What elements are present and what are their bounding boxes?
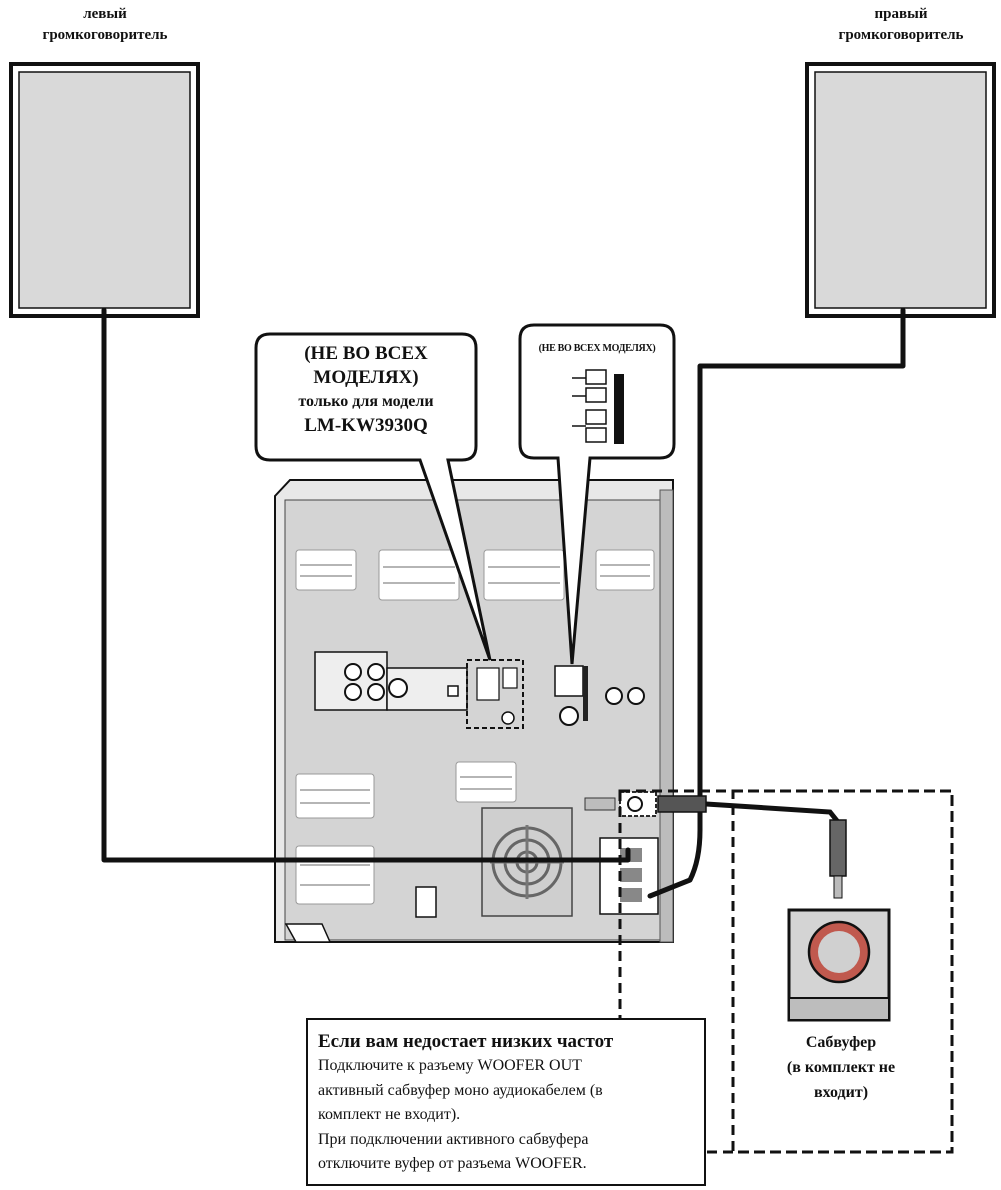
left-speaker — [9, 62, 200, 318]
subwoofer-label-line-2: (в комплект не — [786, 1059, 896, 1076]
model-callout-bubble — [254, 332, 492, 661]
bass-tip-title: Если вам недостает низких частот — [318, 1031, 614, 1052]
speaker-cables — [101, 307, 906, 899]
right-speaker — [805, 62, 996, 318]
right-speaker-label: правый громкоговоритель — [801, 4, 1001, 46]
subwoofer-label-line-1: Сабвуфер — [805, 1034, 877, 1051]
bass-tip-box: Если вам недостает низких частот Подключ… — [306, 1018, 706, 1186]
model-callout-line-4: LM-KW3930Q — [304, 415, 428, 436]
right-speaker-label-line-1: правый — [874, 6, 928, 22]
model-callout-text: (НЕ ВО ВСЕХ МОДЕЛЯХ) только для модели L… — [256, 342, 476, 438]
model-callout-line-3: только для модели — [298, 393, 434, 410]
left-speaker-label-line-2: громкоговоритель — [42, 27, 168, 43]
model-callout-line-2: МОДЕЛЯХ) — [313, 367, 419, 388]
right-speaker-label-line-2: громкоговоритель — [838, 27, 964, 43]
left-speaker-label: левый громкоговоритель — [5, 4, 205, 46]
antenna-callout-bubble — [518, 323, 676, 665]
main-unit — [274, 479, 674, 943]
bass-tip-line-5: отключите вуфер от разъема WOOFER. — [318, 1155, 587, 1172]
left-speaker-label-line-1: левый — [83, 6, 127, 22]
antenna-callout-text: (НЕ ВО ВСЕХ МОДЕЛЯХ) — [538, 343, 656, 354]
subwoofer-cable — [657, 795, 847, 899]
bass-tip-line-3: комплект не входит). — [318, 1106, 461, 1123]
subwoofer-label-line-3: входит) — [813, 1084, 869, 1101]
bass-tip-line-4: При подключении активного сабвуфера — [318, 1130, 589, 1148]
bass-tip-line-1: Подключите к разъему WOOFER OUT — [318, 1057, 582, 1074]
vent-grille — [295, 549, 655, 905]
bass-tip-line-2: активный сабвуфер моно аудиокабелем (в — [318, 1081, 603, 1099]
subwoofer-label: Сабвуфер (в комплект не входит) — [756, 1030, 926, 1105]
subwoofer — [787, 908, 891, 1022]
model-callout-line-1: (НЕ ВО ВСЕХ — [304, 343, 428, 364]
